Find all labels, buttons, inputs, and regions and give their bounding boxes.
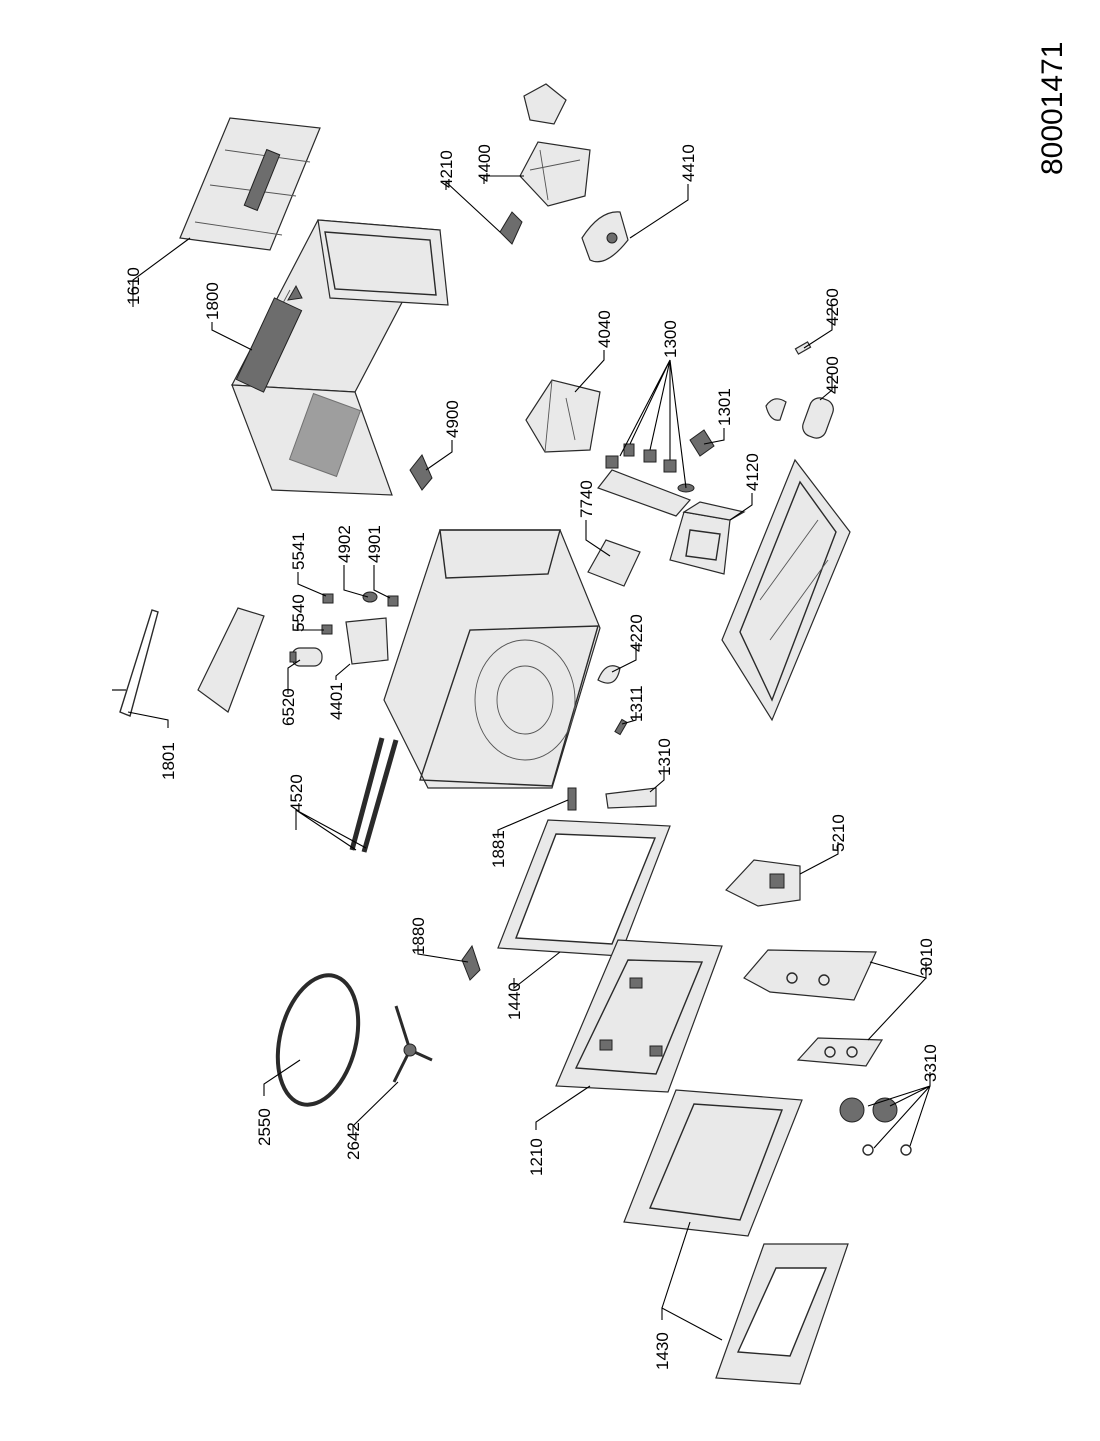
callout-7740: 7740 — [577, 480, 596, 518]
part-3310-knobs — [839, 1097, 912, 1156]
part-2550-glass-tray — [275, 973, 361, 1107]
part-4400-fan-motor — [519, 83, 591, 207]
part-4902-clip — [362, 591, 378, 603]
part-4120-transformer — [669, 501, 746, 575]
part-7740-plate — [587, 539, 641, 587]
callout-1610: 1610 — [124, 267, 143, 305]
callout-1300: 1300 — [661, 320, 680, 358]
part-4520-rods — [349, 737, 399, 853]
callout-1440: 1440 — [505, 982, 524, 1020]
callout-5541: 5541 — [289, 532, 308, 570]
part-4200-capacitor — [765, 397, 834, 439]
callout-5540: 5540 — [289, 594, 308, 632]
callout-2642: 2642 — [344, 1122, 363, 1160]
callout-1310: 1310 — [655, 738, 674, 776]
document-number: 80001471 — [1036, 42, 1069, 175]
callout-4200: 4200 — [823, 356, 842, 394]
callout-4520: 4520 — [287, 774, 306, 812]
callout-1800: 1800 — [203, 282, 222, 320]
part-4040-transformer — [525, 379, 601, 453]
part-4210-bracket — [499, 211, 523, 245]
part-5541-clip — [322, 593, 334, 604]
callout-6520: 6520 — [279, 688, 298, 726]
callout-4040: 4040 — [595, 310, 614, 348]
part-4410-fan-blade — [581, 211, 629, 263]
part-4401-bracket-box — [345, 617, 389, 665]
callout-1881: 1881 — [489, 830, 508, 868]
callout-1880: 1880 — [409, 917, 428, 955]
callout-1430: 1430 — [653, 1332, 672, 1370]
part-4901-clip — [387, 595, 399, 607]
part-6520-lamp — [289, 647, 323, 667]
part-4260-pin — [794, 341, 812, 355]
part-cavity — [383, 529, 601, 789]
part-1301-switch — [689, 429, 715, 457]
callout-3010: 3010 — [917, 938, 936, 976]
part-1800-outer-cabinet — [231, 219, 449, 496]
part-1610-top-grille — [179, 117, 321, 251]
part-4220-stirrer — [597, 665, 621, 684]
part-1430-door-glass — [715, 1243, 849, 1385]
part-outer-door — [623, 1089, 803, 1237]
callout-labels: 1610 1800 4210 4400 4410 4900 4040 1300 … — [124, 144, 940, 1370]
callout-1210: 1210 — [527, 1138, 546, 1176]
callout-4260: 4260 — [823, 288, 842, 326]
part-1300-switch-assembly — [597, 443, 695, 517]
part-2642-roller-support — [392, 1005, 433, 1083]
part-4900-switch — [409, 454, 433, 491]
leader-lines — [127, 175, 931, 1341]
callout-4220: 4220 — [627, 614, 646, 652]
callout-4902: 4902 — [335, 525, 354, 563]
part-1210-inner-door — [555, 939, 723, 1093]
callout-2550: 2550 — [255, 1108, 274, 1146]
callout-4210: 4210 — [437, 150, 456, 188]
part-1440-door-frame — [497, 819, 671, 957]
callout-4901: 4901 — [365, 525, 384, 563]
callout-1311: 1311 — [627, 685, 646, 722]
part-5210-hinge-block — [725, 859, 801, 907]
part-1880-hinge — [461, 944, 481, 981]
part-1881-hinge — [567, 787, 577, 811]
part-1311-screw — [614, 718, 628, 736]
part-1310-bracket — [605, 787, 657, 809]
part-3010-control-panel — [743, 949, 877, 1001]
callout-1801: 1801 — [159, 742, 178, 780]
callout-4400: 4400 — [475, 144, 494, 182]
callout-4900: 4900 — [443, 400, 462, 438]
callout-1301: 1301 — [715, 388, 734, 426]
part-3010-panel-plate — [796, 1037, 884, 1067]
callout-3310: 3310 — [921, 1044, 940, 1082]
part-waveguide-box — [197, 607, 265, 713]
callout-4401: 4401 — [327, 682, 346, 720]
callout-5210: 5210 — [829, 814, 848, 852]
callout-4410: 4410 — [679, 144, 698, 182]
callout-4120: 4120 — [743, 453, 762, 491]
part-base-plate — [721, 458, 851, 722]
part-1801-rail — [112, 609, 159, 717]
